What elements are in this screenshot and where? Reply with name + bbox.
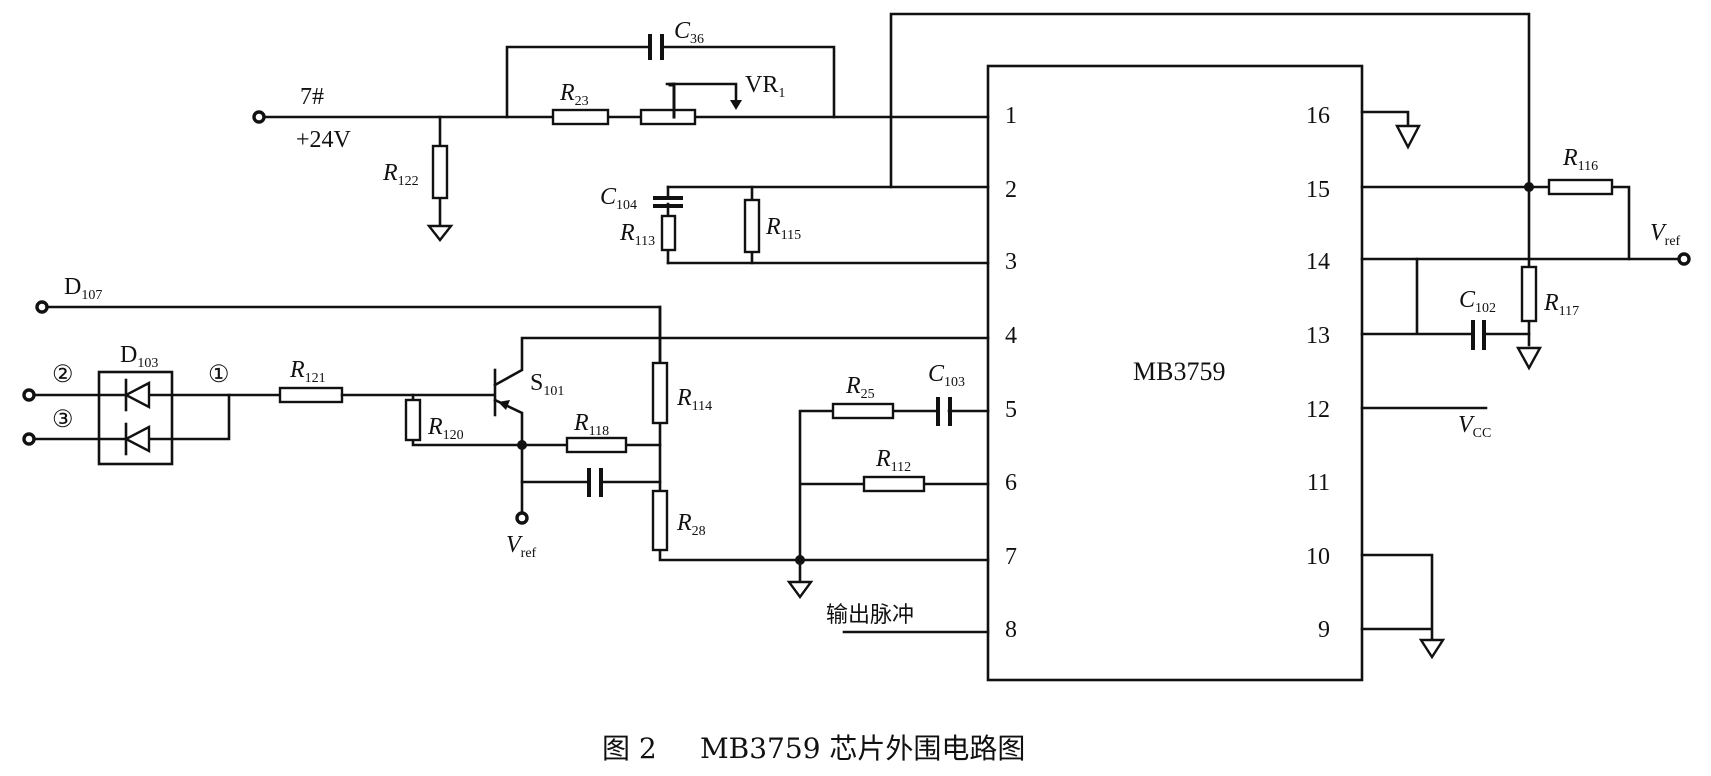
resistor-r120: [404, 398, 422, 442]
figure-caption-prefix: 图 2: [602, 732, 657, 765]
resistor-r118: [565, 436, 628, 454]
pin-1: 1: [1005, 103, 1017, 129]
wire-pin16: [1360, 110, 1410, 128]
label-24v: +24V: [296, 127, 352, 153]
pin-4: 4: [1005, 323, 1017, 349]
terminal-vref-right: [1677, 252, 1691, 266]
label-terminal-1: ①: [208, 362, 230, 388]
resistor-r115: [743, 198, 761, 254]
pin-14: 14: [1306, 249, 1330, 275]
pin-8: 8: [1005, 617, 1017, 643]
right-pin-numbers: 16 15 14 13 12 11 10 9: [1306, 103, 1330, 643]
wire-diode-bottom: [32, 393, 231, 441]
label-7hash: 7#: [300, 84, 324, 110]
pin-13: 13: [1306, 323, 1330, 349]
label-d103: D103: [120, 342, 158, 371]
ground-icon: [1515, 346, 1543, 371]
diode-package-d103: [97, 370, 174, 466]
label-r122: R122: [382, 160, 419, 189]
label-r120: R120: [427, 414, 464, 443]
wire-pin15: [1360, 185, 1631, 261]
resistor-r114: [651, 361, 669, 425]
ground-icon: [1418, 638, 1446, 660]
label-r118: R118: [573, 410, 609, 439]
figure-caption-title: MB3759 芯片外围电路图: [700, 732, 1025, 765]
resistor-r122: [431, 144, 449, 200]
wire-c36-loop: [505, 45, 836, 119]
label-r28: R28: [676, 510, 706, 539]
label-c104: C104: [600, 184, 637, 213]
label-r115: R115: [765, 214, 801, 243]
label-r121: R121: [289, 357, 326, 386]
resistor-r112: [862, 475, 926, 493]
resistor-r23: [551, 108, 610, 126]
label-vcc: VCC: [1458, 412, 1491, 441]
label-r112: R112: [875, 446, 911, 475]
resistor-r113: [660, 214, 677, 252]
ground-icon: [1395, 124, 1421, 150]
diode-icon-top: [123, 381, 151, 409]
terminal-2: [22, 388, 36, 402]
pin-3: 3: [1005, 249, 1017, 275]
label-r117: R117: [1543, 290, 1579, 319]
resistor-r117: [1520, 265, 1538, 323]
chip-body: [986, 64, 1364, 682]
resistor-r116: [1547, 178, 1614, 196]
label-vref-left: Vref: [506, 532, 537, 561]
input-terminal-24v: [252, 110, 266, 124]
transistor-collector: [493, 336, 990, 387]
diode-icon-bottom: [123, 425, 151, 453]
ground-icon: [786, 580, 814, 600]
transistor-emitter: [493, 398, 524, 522]
label-r23: R23: [559, 80, 589, 109]
wire-r114-r28: [658, 305, 990, 562]
pin-5: 5: [1005, 397, 1017, 423]
pin-16: 16: [1306, 103, 1330, 129]
emitter-arrow-icon: [498, 400, 510, 410]
pin-2: 2: [1005, 177, 1017, 203]
label-terminal-3: ③: [52, 407, 74, 433]
label-c102: C102: [1459, 287, 1496, 316]
pin-10: 10: [1306, 544, 1330, 570]
pin-7: 7: [1005, 544, 1017, 570]
pin-6: 6: [1005, 470, 1017, 496]
wire-top-feedback: [889, 12, 1531, 189]
left-pin-numbers: 1 2 3 4 5 6 7 8: [1005, 103, 1017, 643]
wire-pin10-9: [1360, 553, 1434, 642]
ground-icon: [426, 224, 454, 242]
pin-12: 12: [1306, 397, 1330, 423]
wire-pin13: [1360, 257, 1531, 336]
pin-15: 15: [1306, 177, 1330, 203]
terminal-d107: [35, 300, 49, 314]
wiper-arrow-icon: [730, 100, 742, 110]
terminal-vref-left: [515, 511, 529, 525]
label-vref-right: Vref: [1650, 220, 1681, 249]
pin-11: 11: [1307, 470, 1330, 496]
label-c103: C103: [928, 361, 965, 390]
label-output-pulse: 输出脉冲: [826, 603, 914, 628]
chip-label: MB3759: [1133, 357, 1225, 386]
terminal-3: [22, 432, 36, 446]
resistor-r25: [831, 402, 895, 420]
pin-9: 9: [1318, 617, 1330, 643]
label-d107: D107: [64, 274, 102, 303]
wire-vr1-top: [672, 82, 738, 119]
wire-pin5-6-network: [798, 409, 990, 562]
label-vr1: VR1: [745, 72, 785, 101]
label-r114: R114: [676, 385, 712, 414]
label-r25: R25: [845, 373, 875, 402]
resistor-r28: [651, 489, 669, 552]
label-s101: S101: [530, 370, 564, 399]
potentiometer-vr1: [639, 108, 697, 126]
resistor-r121: [278, 386, 344, 404]
label-c36: C36: [674, 18, 704, 47]
label-r113: R113: [619, 220, 655, 249]
label-terminal-2: ②: [52, 362, 74, 388]
label-r116: R116: [1562, 145, 1598, 174]
